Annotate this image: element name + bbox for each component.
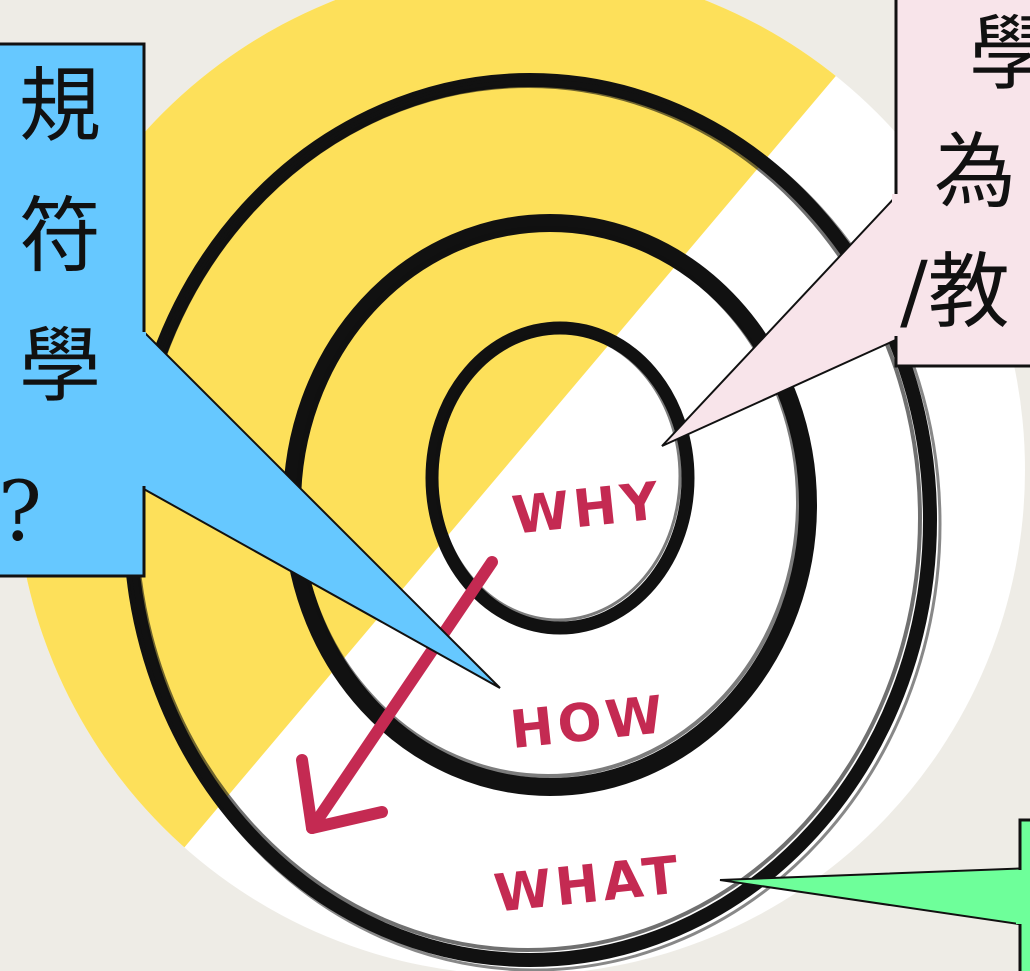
top-right-callout-line-1: 學 — [969, 7, 1030, 102]
top-right-callout: 學 為 /教 — [661, 0, 1030, 447]
left-callout-line-3: 學 — [19, 319, 101, 414]
left-callout-line-2: 符 — [19, 189, 101, 284]
left-callout: 規 符 學 ? — [0, 42, 501, 689]
left-callout-box — [0, 42, 146, 578]
left-callout-line-1: 規 — [19, 59, 101, 154]
top-right-callout-line-2: 為 — [934, 125, 1016, 220]
outward-arrow — [296, 556, 498, 834]
inner-ring — [425, 321, 695, 635]
top-right-callout-line-3: /教 — [900, 245, 1010, 340]
left-callout-line-4: ? — [0, 465, 42, 560]
top-right-callout-box — [894, 0, 1030, 368]
bottom-right-callout-pointer — [719, 867, 1030, 927]
bottom-right-callout — [719, 818, 1030, 971]
